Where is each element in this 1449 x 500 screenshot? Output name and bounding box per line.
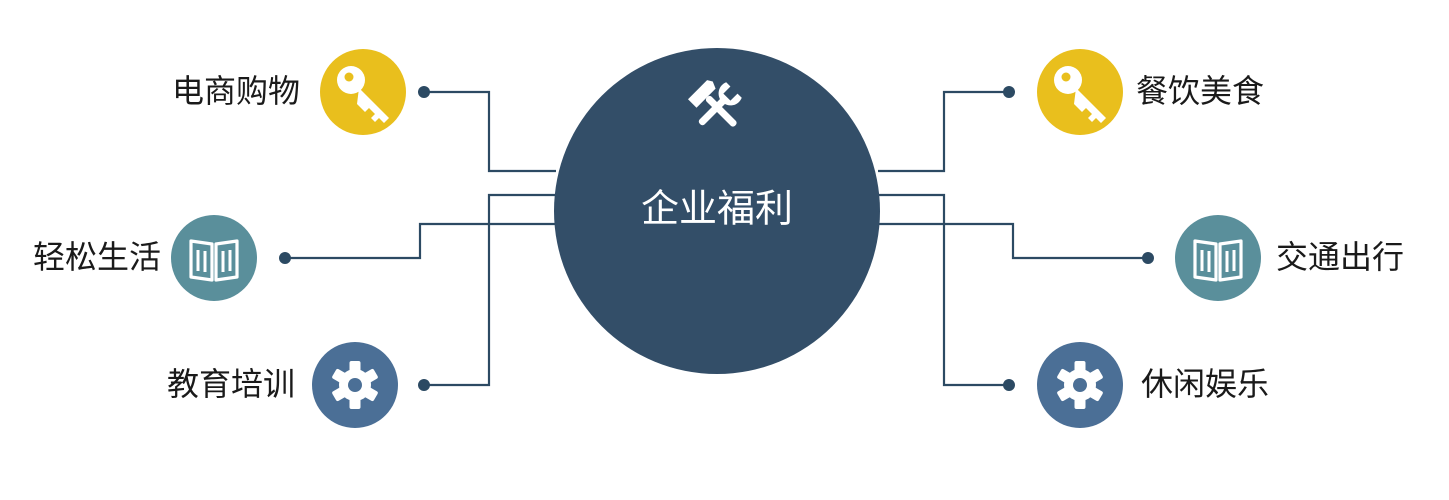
center-title: 企业福利 [641, 187, 793, 231]
item-right-2: 休闲娱乐 [1037, 342, 1269, 428]
connector-right-0 [878, 90, 1009, 173]
item-right-1-circle [1175, 215, 1261, 301]
connector-dot-left-1 [279, 252, 291, 264]
item-left-1-circle [171, 215, 257, 301]
connector-dot-right-2 [1003, 379, 1015, 391]
item-left-0: 电商购物 [172, 49, 406, 135]
item-left-1: 轻松生活 [33, 215, 257, 301]
connector-dot-left-0 [418, 86, 430, 98]
item-left-2-label: 教育培训 [167, 365, 295, 403]
connector-left-1 [285, 222, 556, 260]
connector-dots [279, 86, 1154, 391]
item-left-0-label: 电商购物 [172, 72, 300, 110]
center-circle [554, 48, 880, 374]
connector-right-1 [878, 222, 1148, 260]
connector-left-0 [424, 90, 556, 173]
connector-dot-right-1 [1142, 252, 1154, 264]
connector-left-2 [424, 193, 556, 387]
item-right-0-label: 餐饮美食 [1136, 72, 1264, 110]
connector-right-2 [878, 193, 1009, 387]
center-hub: 企业福利 [554, 48, 880, 374]
item-right-1-label: 交通出行 [1276, 238, 1404, 276]
item-left-2: 教育培训 [167, 342, 398, 428]
connector-dot-right-0 [1003, 86, 1015, 98]
item-right-0: 餐饮美食 [1037, 49, 1264, 135]
item-right-2-label: 休闲娱乐 [1141, 365, 1269, 403]
item-left-1-label: 轻松生活 [33, 238, 161, 276]
connector-dot-left-2 [418, 379, 430, 391]
connectors [285, 90, 1148, 387]
item-right-1: 交通出行 [1175, 215, 1404, 301]
tools-icon [688, 80, 742, 127]
